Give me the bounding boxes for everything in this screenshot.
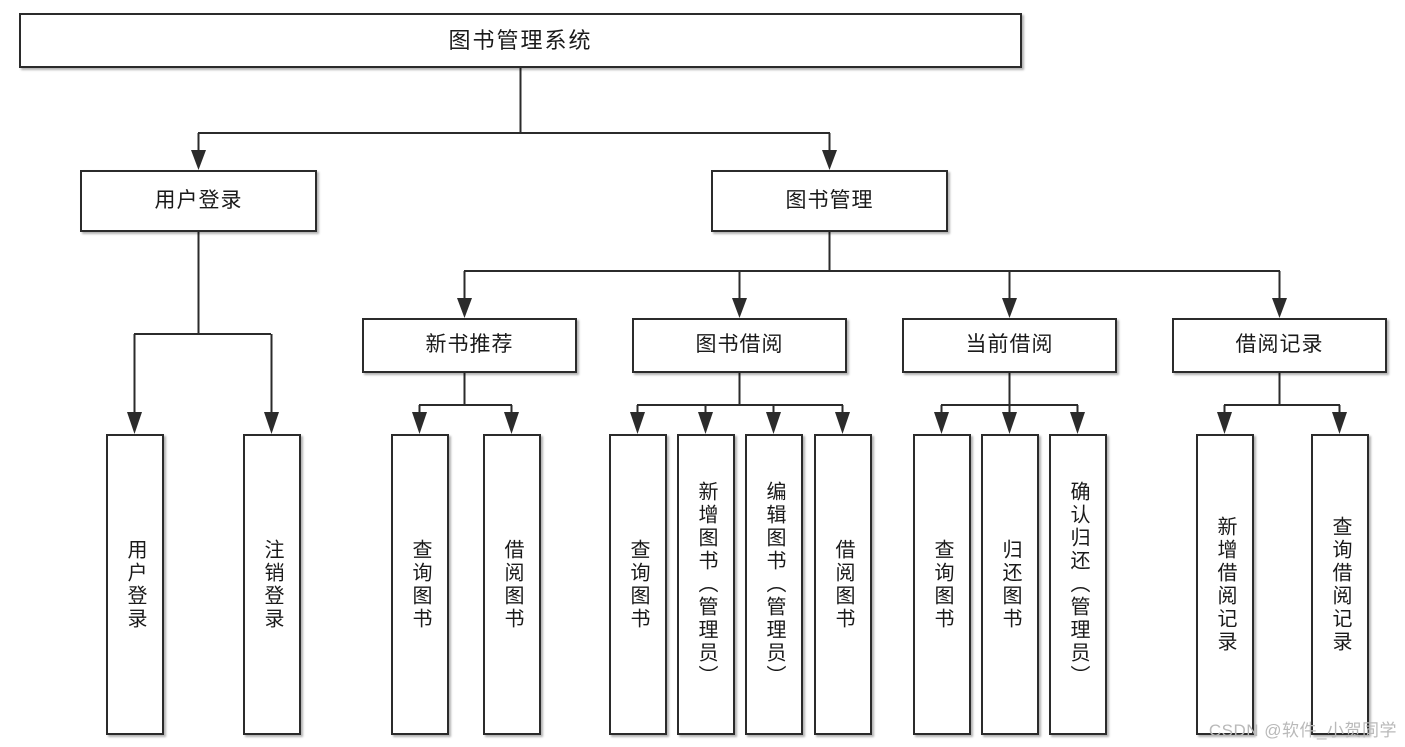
node-leaf-edit-book[interactable]: 编辑图书（管理员）	[745, 434, 803, 735]
node-new-book-recommend-label: 新书推荐	[425, 333, 514, 357]
arrow-leaf-logout-login	[264, 412, 279, 434]
node-new-book-recommend[interactable]: 新书推荐	[362, 318, 577, 373]
node-leaf-user-login[interactable]: 用户登录	[106, 434, 164, 735]
arrow-book-manage	[822, 150, 837, 170]
node-user-login-label: 用户登录	[154, 188, 243, 212]
node-leaf-user-login-label: 用户登录	[124, 538, 146, 631]
arrow-leaf-user-login	[127, 412, 142, 434]
node-user-login[interactable]: 用户登录	[80, 170, 317, 232]
csdn-watermark: CSDN @软件_小贺同学	[1208, 721, 1397, 740]
node-book-borrow[interactable]: 图书借阅	[632, 318, 847, 373]
node-leaf-logout-login-label: 注销登录	[261, 538, 283, 631]
node-leaf-confirm-return[interactable]: 确认归还（管理员）	[1049, 434, 1107, 735]
arrow-leaf-borrow-book-1	[504, 412, 519, 434]
node-borrow-record[interactable]: 借阅记录	[1172, 318, 1387, 373]
arrow-current-borrow	[1002, 298, 1017, 318]
arrow-borrow-record	[1272, 298, 1287, 318]
node-leaf-confirm-return-label: 确认归还（管理员）	[1067, 481, 1089, 688]
node-leaf-query-book-2[interactable]: 查询图书	[609, 434, 667, 735]
node-leaf-return-book-label: 归还图书	[999, 538, 1021, 631]
arrow-leaf-query-book-2	[630, 412, 645, 434]
node-leaf-logout-login[interactable]: 注销登录	[243, 434, 301, 735]
node-leaf-add-book[interactable]: 新增图书（管理员）	[677, 434, 735, 735]
arrow-leaf-confirm-return	[1070, 412, 1085, 434]
node-leaf-borrow-book-2-label: 借阅图书	[832, 538, 854, 631]
node-leaf-query-book-3[interactable]: 查询图书	[913, 434, 971, 735]
arrow-leaf-edit-book	[766, 412, 781, 434]
arrow-user-login	[191, 150, 206, 170]
node-leaf-query-record-label: 查询借阅记录	[1329, 515, 1351, 654]
node-leaf-add-book-label: 新增图书（管理员）	[695, 481, 717, 688]
node-leaf-query-record[interactable]: 查询借阅记录	[1311, 434, 1369, 735]
node-current-borrow[interactable]: 当前借阅	[902, 318, 1117, 373]
node-root[interactable]: 图书管理系统	[19, 13, 1022, 68]
node-leaf-edit-book-label: 编辑图书（管理员）	[763, 481, 785, 688]
node-leaf-add-record[interactable]: 新增借阅记录	[1196, 434, 1254, 735]
arrow-leaf-add-book	[698, 412, 713, 434]
node-leaf-borrow-book-2[interactable]: 借阅图书	[814, 434, 872, 735]
node-book-manage[interactable]: 图书管理	[711, 170, 948, 232]
node-book-manage-label: 图书管理	[785, 188, 874, 212]
node-leaf-query-book-1-label: 查询图书	[409, 538, 431, 631]
node-book-borrow-label: 图书借阅	[695, 333, 784, 357]
arrow-new-book-recommend	[457, 298, 472, 318]
arrow-leaf-query-record	[1332, 412, 1347, 434]
node-leaf-query-book-3-label: 查询图书	[931, 538, 953, 631]
arrow-leaf-return-book	[1002, 412, 1017, 434]
node-leaf-add-record-label: 新增借阅记录	[1214, 515, 1236, 654]
node-leaf-return-book[interactable]: 归还图书	[981, 434, 1039, 735]
node-leaf-borrow-book-1-label: 借阅图书	[501, 538, 523, 631]
node-leaf-query-book-1[interactable]: 查询图书	[391, 434, 449, 735]
node-leaf-borrow-book-1[interactable]: 借阅图书	[483, 434, 541, 735]
arrow-leaf-query-book-1	[412, 412, 427, 434]
arrow-book-borrow	[732, 298, 747, 318]
node-leaf-query-book-2-label: 查询图书	[627, 538, 649, 631]
node-borrow-record-label: 借阅记录	[1235, 333, 1324, 357]
arrow-leaf-add-record	[1217, 412, 1232, 434]
arrow-leaf-borrow-book-2	[835, 412, 850, 434]
arrow-leaf-query-book-3	[934, 412, 949, 434]
node-root-label: 图书管理系统	[448, 27, 593, 53]
node-current-borrow-label: 当前借阅	[965, 333, 1054, 357]
